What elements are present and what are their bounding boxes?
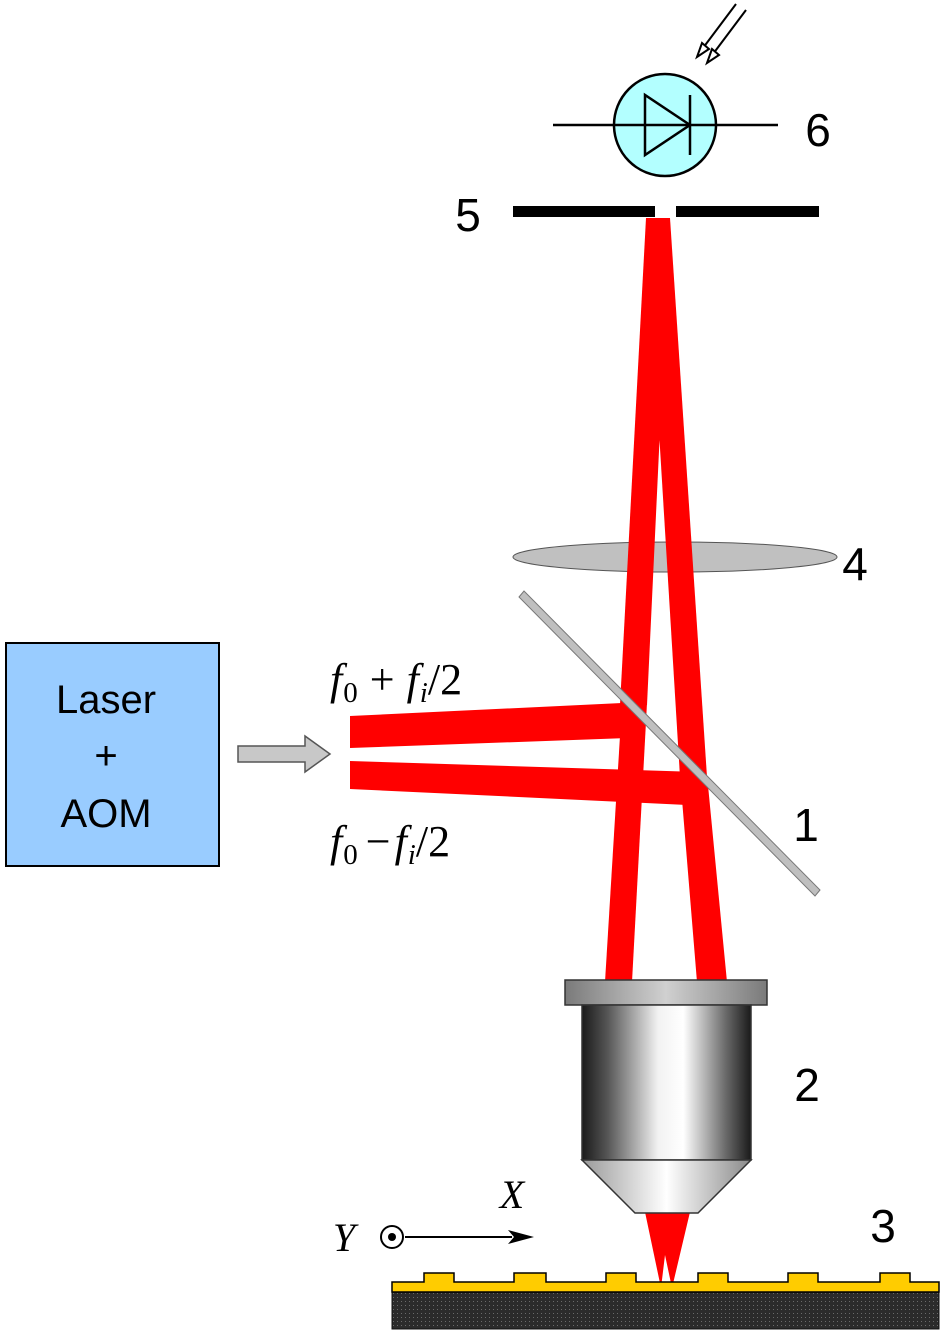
- objective-body: [581, 1004, 752, 1161]
- substrate: [391, 1291, 940, 1330]
- laser-aom-box-frame: [5, 642, 220, 867]
- sample-3: [391, 1272, 940, 1330]
- y-axis-label: Y: [333, 1215, 359, 1260]
- aom-label: AOM: [60, 792, 151, 836]
- pinhole-left-plate: [513, 206, 655, 217]
- photodiode-6: [553, 3, 778, 178]
- diode-triangle-icon: [643, 92, 693, 158]
- right-vertical-beam: [680, 775, 727, 982]
- label-1: 1: [793, 799, 819, 851]
- right-beam-to-pinhole: [646, 218, 707, 777]
- label-2: 2: [794, 1059, 820, 1111]
- label-5: 5: [455, 189, 481, 241]
- upper-beam-frequency-label: f0+fi/2: [330, 655, 462, 709]
- pinhole-5: [513, 206, 819, 217]
- focused-beam-to-sample: [645, 1212, 690, 1288]
- laser-output-arrow: [237, 734, 332, 774]
- objective-collar: [564, 979, 768, 1006]
- x-axis-label: X: [498, 1172, 526, 1217]
- objective-tip: [580, 1159, 753, 1214]
- gold-grating: [391, 1272, 940, 1293]
- y-axis-dot: [388, 1233, 396, 1241]
- laser-aom-box: Laser + AOM: [5, 642, 220, 867]
- lower-input-beam: [350, 761, 708, 806]
- upper-input-beam: [350, 703, 628, 748]
- label-4: 4: [842, 538, 868, 590]
- coordinate-axes: X Y: [333, 1172, 534, 1260]
- incoming-light-arrows-icon: [695, 3, 747, 66]
- laser-beams: [350, 218, 727, 1288]
- label-3: 3: [870, 1200, 896, 1252]
- x-axis-arrowhead: [508, 1230, 534, 1244]
- beam-splitter-1: [518, 590, 821, 897]
- y-axis-symbol: [380, 1225, 404, 1249]
- plus-label: +: [94, 734, 117, 778]
- pinhole-right-plate: [676, 206, 819, 217]
- label-6: 6: [805, 104, 831, 156]
- laser-label: Laser: [56, 678, 156, 722]
- lower-beam-frequency-label: f0−fi/2: [330, 817, 450, 871]
- objective-2: [564, 979, 768, 1214]
- left-vertical-beam: [605, 703, 647, 982]
